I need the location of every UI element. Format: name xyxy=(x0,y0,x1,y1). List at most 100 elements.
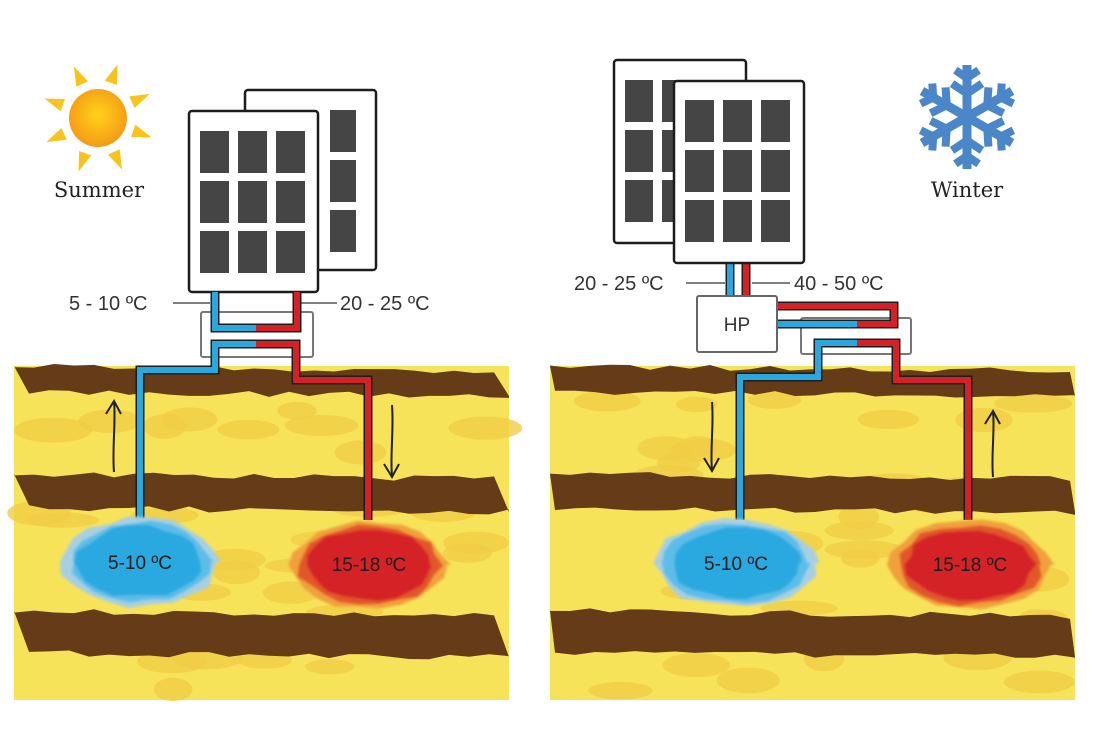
snowflake-branch xyxy=(996,83,1006,98)
snowflake-branch xyxy=(928,83,938,98)
store-layer xyxy=(74,525,201,596)
snowflake-branch xyxy=(985,101,1006,117)
soil-blotch xyxy=(588,681,653,700)
winter-panel: Winter 20 - 25 ºC 40 - 50 ºC xyxy=(550,58,1075,700)
winter-well-pipes xyxy=(735,338,973,520)
soil-blotch xyxy=(841,549,880,568)
panel-cell xyxy=(238,181,267,223)
snowflake-branch xyxy=(999,93,1016,108)
summer-cold-store xyxy=(59,516,222,608)
soil-blotch xyxy=(13,417,93,443)
snowflake-branch xyxy=(996,136,1006,151)
soil-blotch xyxy=(334,440,387,465)
summer-cold-store-label: 5-10 ºC xyxy=(108,553,172,574)
snowflake-branch xyxy=(999,126,1016,141)
snowflake-branch xyxy=(941,128,951,147)
panel-cell xyxy=(761,100,790,142)
solar-collector-front xyxy=(672,79,806,265)
winter-warm-store-label: 15-18 ºC xyxy=(933,555,1008,576)
snowflake-branch xyxy=(918,93,935,108)
panel-cell xyxy=(723,100,752,142)
panel-cell xyxy=(685,150,714,192)
summer-warm-store-label: 15-18 ºC xyxy=(332,555,407,576)
store-layer xyxy=(674,527,802,600)
snowflake-branch xyxy=(918,126,935,141)
solar-collector-front xyxy=(187,109,320,294)
heat-pump-label: HP xyxy=(724,315,750,336)
sun-ray xyxy=(108,149,123,170)
panel-cell xyxy=(625,180,653,222)
panel-cell xyxy=(723,200,752,242)
soil-blotch xyxy=(1004,670,1075,694)
sun-ray xyxy=(129,93,150,108)
winter-return-temp-label: 40 - 50 ºC xyxy=(794,273,884,295)
panel-cell xyxy=(238,231,267,273)
snowflake-branch xyxy=(953,66,970,82)
panel-cell xyxy=(625,80,653,122)
panel-cell xyxy=(276,181,305,223)
summer-supply-temp-label: 5 - 10 ºC xyxy=(69,293,147,315)
soil-band xyxy=(14,609,509,660)
winter-warm-flow-arrow-up xyxy=(984,408,1001,478)
winter-cold-flow-arrow-down xyxy=(703,401,720,474)
soil-blotch xyxy=(203,548,266,571)
soil-blotch xyxy=(448,416,523,440)
sun-ray xyxy=(46,128,67,143)
panel-cell xyxy=(685,100,714,142)
sun-disc xyxy=(69,89,127,147)
summer-panel: Summer 5 - 10 ºC 20 - 25 ºC xyxy=(7,64,523,701)
panel-cell xyxy=(200,181,229,223)
soil-blotch xyxy=(678,436,718,457)
store-layer xyxy=(307,530,432,601)
store-layer xyxy=(904,531,1037,601)
soil-blotch xyxy=(857,409,920,430)
winter-cold-store xyxy=(653,518,820,606)
sun-ray xyxy=(44,98,66,112)
snowflake-branch xyxy=(928,136,938,151)
sun-ray xyxy=(73,66,88,87)
panel-cell xyxy=(200,131,229,173)
winter-hp-loop-pipes xyxy=(777,301,899,329)
snowflake-branch xyxy=(928,117,949,133)
sun-ray xyxy=(104,64,118,86)
summer-return-temp-label: 20 - 25 ºC xyxy=(340,293,430,315)
soil-blotch xyxy=(277,401,317,420)
panel-cell xyxy=(200,231,229,273)
snowflake-icon xyxy=(918,65,1016,169)
snowflake-branch xyxy=(949,137,970,154)
snowflake-branch xyxy=(964,80,985,97)
soil-blotch xyxy=(574,390,641,412)
snowflake-branch xyxy=(949,80,970,97)
soil-blotch xyxy=(656,453,701,473)
summer-pipes xyxy=(135,292,373,520)
sun-ray xyxy=(78,150,92,172)
soil-blotch xyxy=(675,396,718,413)
snowflake-branch xyxy=(964,66,981,82)
soil-blotch xyxy=(143,413,187,439)
summer-warm-store xyxy=(288,520,452,609)
panel-cell xyxy=(761,200,790,242)
soil-blotch xyxy=(78,409,141,434)
panel-cell xyxy=(276,231,305,273)
summer-warm-flow-arrow-down xyxy=(383,404,400,480)
soil-blotch xyxy=(994,394,1073,413)
soil-blotch xyxy=(747,391,802,409)
soil-blotch xyxy=(153,677,193,701)
soil-blotch xyxy=(662,652,731,678)
soil-blotch xyxy=(217,419,280,440)
soil-band xyxy=(550,472,1075,515)
snowflake-branch xyxy=(983,87,993,106)
sun-icon xyxy=(44,64,152,172)
soil-blotch xyxy=(716,667,780,694)
panel-cell xyxy=(761,150,790,192)
winter-warm-store xyxy=(887,519,1055,610)
winter-supply-temp-label: 20 - 25 ºC xyxy=(574,273,664,295)
soil-blotch xyxy=(442,531,509,554)
soil-blotch xyxy=(284,414,359,437)
winter-cold-store-label: 5-10 ºC xyxy=(704,554,768,575)
panel-cell xyxy=(276,131,305,173)
soil-blotch xyxy=(824,521,894,541)
soil-blotch xyxy=(305,659,355,675)
snowflake-branch xyxy=(983,128,993,147)
